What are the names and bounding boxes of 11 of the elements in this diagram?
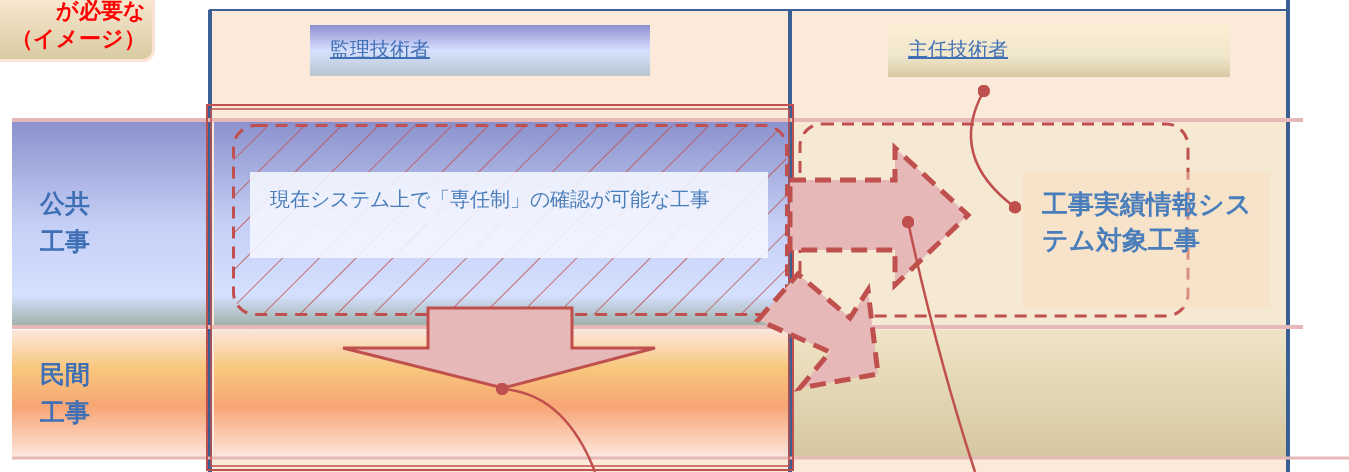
row-label: 公共工事: [40, 185, 110, 265]
header-box: 監理技術者: [310, 25, 650, 76]
header-box: 主任技術者: [888, 25, 1230, 77]
text-box: 工事実績情報システム対象工事: [1022, 172, 1270, 308]
block-arrow: [343, 308, 655, 389]
block-arrow: [754, 270, 882, 392]
leader-line: [495, 382, 597, 472]
region-text: 現在システム上で「専任制」の確認が可能な工事: [250, 172, 768, 258]
leader-line: [969, 84, 1022, 214]
leader-line: [901, 215, 977, 472]
hatched-region: [232, 124, 788, 316]
